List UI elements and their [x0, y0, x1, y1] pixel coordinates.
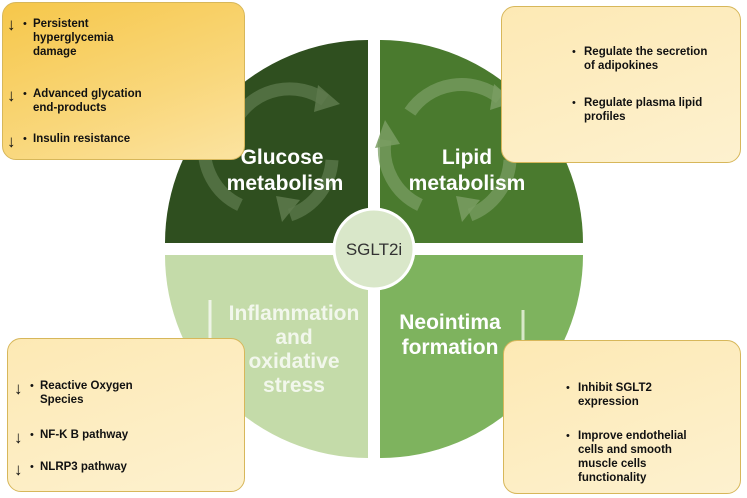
lipid-item-2: Regulate plasma lipid profiles: [584, 97, 703, 123]
neointima-title-line1: Neointima: [399, 311, 501, 334]
down-arrow-icon: ↓: [14, 428, 23, 447]
neointima-quadrant: [380, 255, 583, 458]
neointima-effects-box: • Inhibit SGLT2 expression • Improve end…: [503, 340, 741, 494]
inflammation-item-3: NLRP3 pathway: [40, 461, 127, 473]
lipid-title-line1: Lipid: [442, 146, 492, 169]
bullet: •: [23, 88, 27, 100]
bullet: •: [30, 429, 34, 441]
center-label: SGLT2i: [346, 240, 402, 259]
bullet: •: [30, 461, 34, 473]
inflammation-effects-box: ↓ • Reactive Oxygen Species ↓ • NF-K B p…: [7, 338, 245, 492]
bullet: •: [566, 430, 570, 442]
down-arrow-icon: ↓: [7, 15, 16, 34]
inflammation-title-line4: stress: [263, 374, 325, 397]
neointima-title-line2: formation: [402, 336, 499, 359]
glucose-effects-box: ↓ • Persistent hyperglycemia damage ↓ • …: [2, 2, 245, 160]
glucose-title-line1: Glucose: [241, 146, 324, 169]
glucose-item-1: Persistent hyperglycemia damage: [33, 18, 114, 58]
bullet: •: [23, 18, 27, 30]
down-arrow-icon: ↓: [14, 379, 23, 398]
lipid-item-1: Regulate the secretion of adipokines: [584, 46, 708, 72]
bullet: •: [572, 46, 576, 58]
down-arrow-icon: ↓: [14, 460, 23, 479]
inflammation-title-line1: Inflammation: [229, 302, 360, 325]
neointima-item-2: Improve endothelial cells and smooth mus…: [578, 430, 687, 484]
bullet: •: [23, 133, 27, 145]
center-circle: [332, 207, 416, 291]
down-arrow-icon: ↓: [7, 132, 16, 151]
neointima-item-1: Inhibit SGLT2 expression: [578, 382, 652, 408]
inflammation-title-line2: and: [275, 326, 312, 349]
lipid-effects-box: • Regulate the secretion of adipokines •…: [501, 6, 741, 163]
lipid-cycle-icon: [377, 78, 517, 222]
glucose-item-3: Insulin resistance: [33, 133, 131, 145]
down-arrow-icon: ↓: [7, 86, 16, 105]
bullet: •: [572, 97, 576, 109]
inflammation-item-2: NF-K B pathway: [40, 429, 129, 441]
inflammation-quadrant: [165, 255, 368, 458]
inflammation-item-1: Reactive Oxygen Species: [40, 380, 133, 406]
glucose-title-line2: metabolism: [227, 172, 344, 195]
glucose-item-2: Advanced glycation end-products: [33, 88, 142, 114]
lipid-title-line2: metabolism: [409, 172, 526, 195]
bullet: •: [30, 380, 34, 392]
inflammation-title-line3: oxidative: [248, 350, 339, 373]
bullet: •: [566, 382, 570, 394]
